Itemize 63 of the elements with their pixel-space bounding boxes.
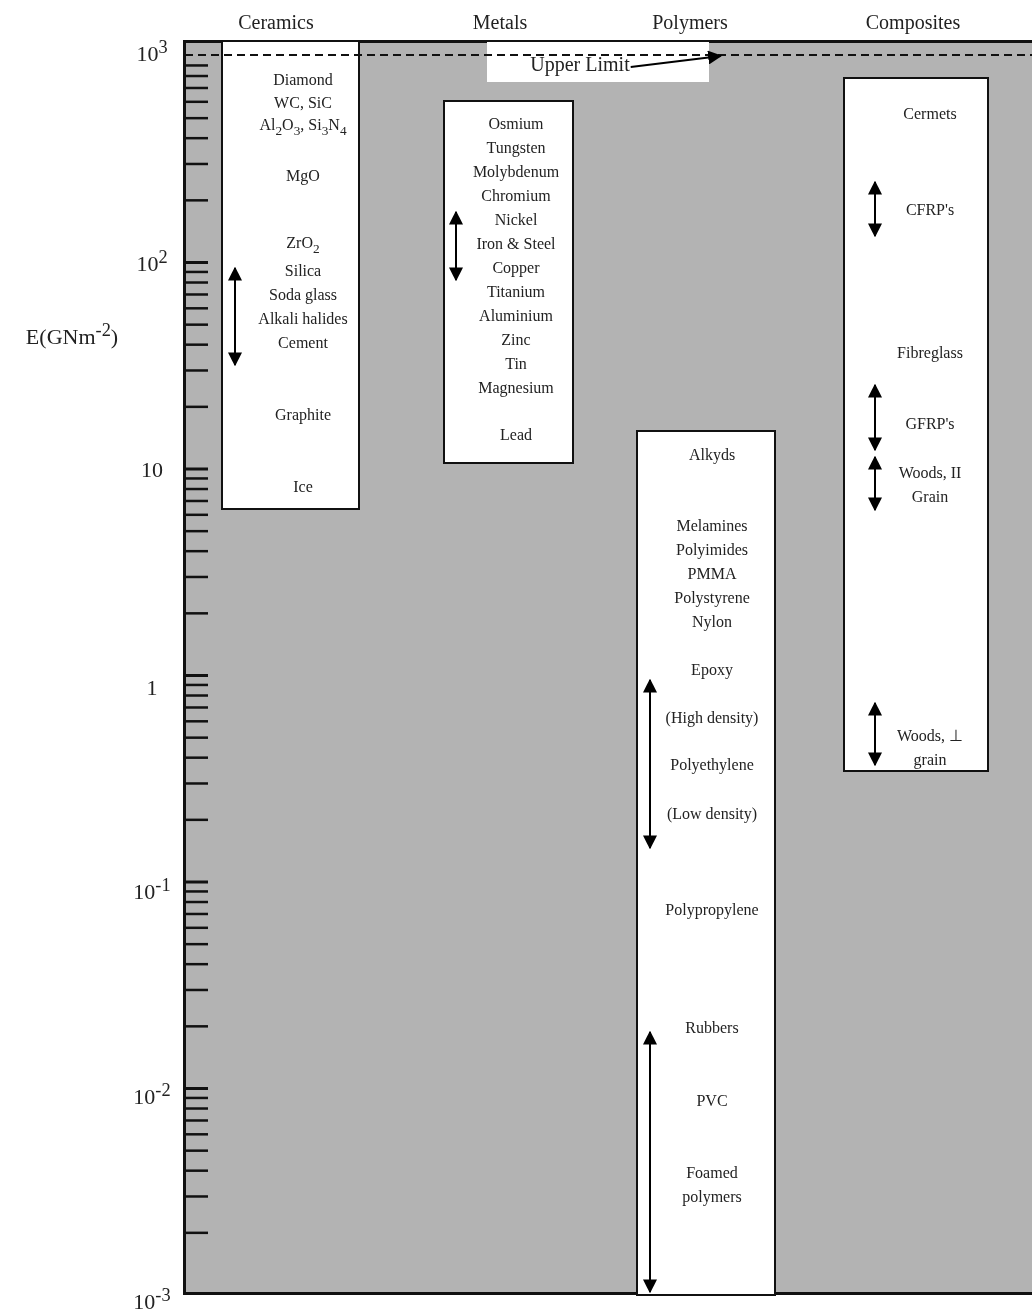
material-name: Fibreglass	[897, 343, 963, 364]
material-name: ZrO$_{2}$	[286, 233, 320, 258]
material-name: MgO	[286, 166, 320, 187]
leader-arrow	[629, 50, 723, 68]
limit-line	[184, 54, 1032, 56]
material-name: Graphite	[275, 405, 331, 426]
material-name: (Low density)	[666, 804, 758, 825]
tick-label: 10$^{3}$	[136, 36, 168, 68]
material-name: Silica	[284, 261, 322, 281]
material-column	[636, 430, 776, 1296]
tick-label: 10	[141, 457, 163, 483]
column-heading: Polymers	[652, 10, 728, 34]
material-name: Polyimides	[676, 540, 748, 561]
material-name: Ice	[293, 477, 313, 497]
material-name: Zinc	[501, 330, 531, 350]
material-name: Epoxy	[691, 660, 733, 681]
material-name: Woods, ⊥ grain	[895, 726, 964, 771]
axis-title: E(GNm$^{-2}$)	[25, 319, 119, 351]
material-name: Alkyds	[688, 445, 736, 466]
material-name: Polystyrene	[674, 588, 750, 609]
tick-label: 1	[146, 675, 158, 701]
material-name: Tungsten	[486, 138, 546, 159]
column-heading: Metals	[472, 10, 528, 34]
material-name: Tin	[505, 354, 527, 374]
material-name: WC, SiC	[274, 93, 332, 113]
material-column	[843, 77, 989, 772]
material-name: Titanium	[486, 282, 546, 302]
material-name: Aluminium	[479, 306, 553, 326]
material-name: Magnesium	[478, 378, 554, 399]
tick-label: 10$^{-1}$	[133, 874, 171, 906]
material-name: Chromium	[481, 186, 551, 206]
material-name: Melamines	[676, 516, 748, 536]
material-name: Polyethylene	[670, 755, 754, 776]
material-column	[221, 40, 360, 510]
material-name: Cermets	[903, 104, 957, 124]
material-name: Copper	[492, 258, 540, 279]
material-name: PMMA	[687, 564, 737, 584]
material-name: Molybdenum	[472, 162, 560, 183]
material-name: Lead	[500, 425, 532, 445]
material-name: Diamond	[273, 70, 333, 90]
material-name: Al$_{2}$O$_{3}$, Si$_{3}$N$_{4}$	[259, 115, 347, 140]
material-name: Soda glass	[269, 285, 337, 306]
column-heading: Composites	[865, 10, 961, 34]
material-name: GFRP's	[905, 414, 955, 434]
material-name: Foamed polymers	[681, 1163, 743, 1208]
tick-label: 10$^{2}$	[136, 246, 168, 278]
material-name: Iron & Steel	[476, 234, 556, 254]
note-text: Upper Limit	[530, 52, 630, 76]
material-column	[443, 100, 574, 464]
material-name: (High density)	[665, 708, 759, 729]
material-name: Nickel	[494, 210, 538, 230]
tick-label: 10$^{-3}$	[133, 1284, 171, 1313]
tick-label: 10$^{-2}$	[133, 1079, 171, 1111]
material-name: Cement	[278, 333, 328, 353]
material-name: CFRP's	[905, 200, 955, 220]
material-name: Osmium	[488, 114, 544, 134]
material-name: Alkali halides	[258, 309, 348, 329]
material-name: Woods, II Grain	[897, 463, 963, 507]
column-heading: Ceramics	[238, 10, 314, 34]
material-name: PVC	[696, 1091, 728, 1111]
material-name: Rubbers	[685, 1018, 739, 1038]
material-name: Polypropylene	[665, 900, 759, 921]
material-name: Nylon	[692, 612, 732, 633]
